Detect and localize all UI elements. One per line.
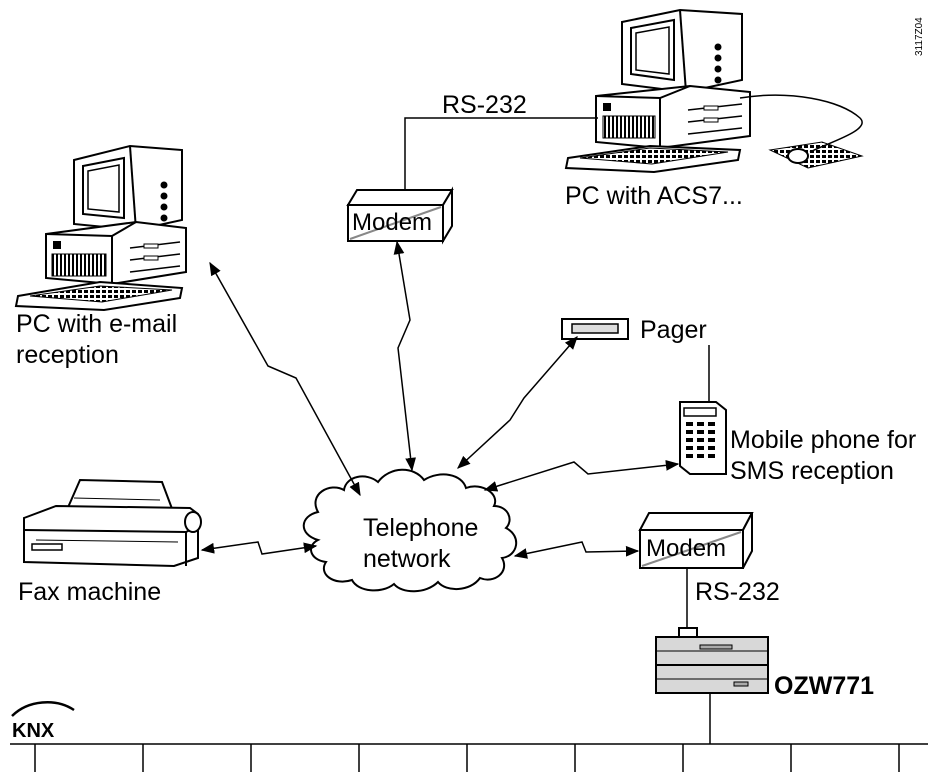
modem-bottom-box (638, 512, 754, 569)
mobile-label-line1: Mobile phone for (730, 426, 917, 454)
figure-code: 3117Z04 (914, 17, 925, 56)
link-mobile (483, 459, 680, 492)
knx-bus (10, 693, 928, 772)
link-pager (457, 335, 578, 469)
fax-machine-icon (23, 478, 202, 568)
modem-top-box (346, 186, 454, 245)
pc-email-icon (14, 144, 187, 312)
pager-icon (561, 318, 629, 340)
link-modem-bottom (513, 541, 640, 559)
svg-text:KNX: KNX (12, 720, 55, 742)
mobile-label-line2: SMS reception (730, 457, 894, 485)
rs232-bottom-label: RS-232 (695, 578, 780, 606)
modem-bottom-label: Modem (646, 535, 727, 562)
telephone-network-label-line1: Telephone (363, 514, 479, 542)
telephone-network-label-line2: network (363, 545, 451, 573)
pc-acs-icon (564, 8, 864, 174)
pc-email-label-line2: reception (16, 341, 119, 369)
ozw771-device-icon (655, 627, 769, 694)
rs232-top-label: RS-232 (442, 91, 527, 119)
pc-email-label-line1: PC with e-mail (16, 310, 178, 338)
fax-machine-label: Fax machine (18, 578, 162, 606)
link-fax (200, 541, 318, 555)
modem-top-label: Modem (352, 209, 433, 236)
pc-acs-label: PC with ACS7... (565, 182, 743, 210)
mobile-phone-icon (679, 345, 727, 475)
rs232-top-line (404, 117, 598, 190)
link-modem-top (393, 240, 416, 472)
knx-logo: KNX (11, 701, 75, 742)
ozw771-label: OZW771 (774, 672, 875, 700)
pager-label: Pager (640, 316, 707, 344)
link-pc-email (209, 261, 361, 497)
